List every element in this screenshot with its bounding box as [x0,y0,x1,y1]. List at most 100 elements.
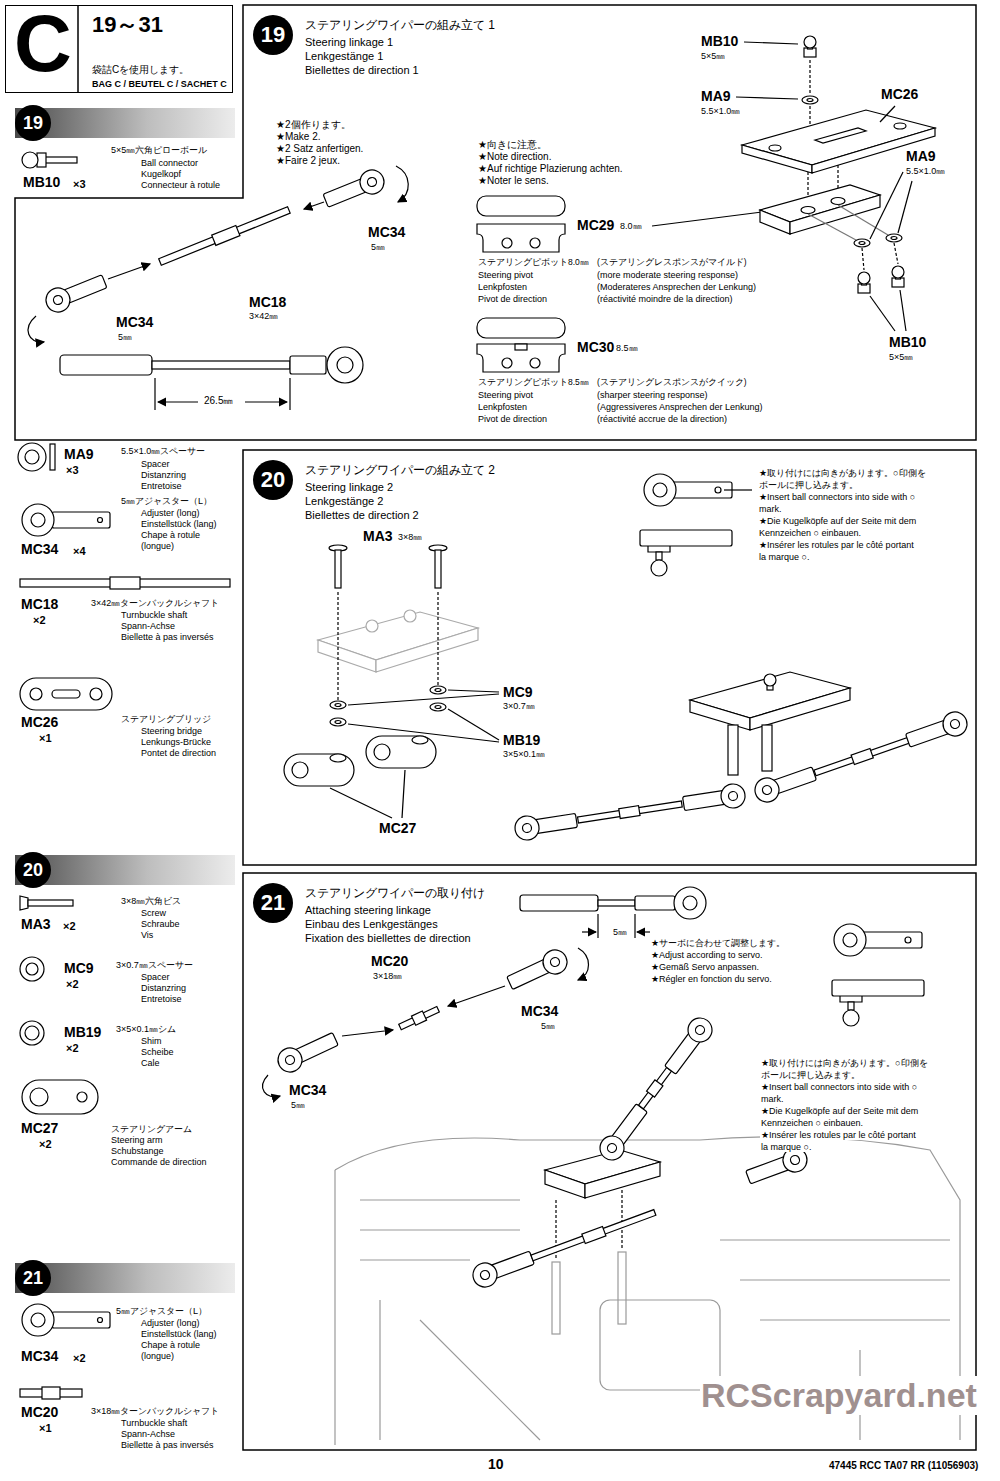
step19-drawing [321,166,387,211]
step19-drawing [892,266,904,287]
step21-drawing [399,1007,440,1030]
step20-drawing [904,709,970,752]
step20-drawing [653,483,667,497]
step-title: ステアリングワイパーの取り付け [305,887,485,901]
note-text: Entretoise [140,994,183,1004]
part-code: MA9 [63,446,95,462]
part-code: MC26 [20,714,59,730]
step20-drawing [335,550,341,588]
note-text: Scheibe [140,1047,175,1057]
note-text: ★取り付けには向きがあります。○印側を [758,468,927,478]
step21-drawing [582,1227,606,1244]
quantity: ×2 [72,1352,87,1365]
step20-drawing [284,754,354,786]
step19-drawing [801,207,815,214]
step20-drawing [404,610,416,622]
quantity: ×2 [65,978,80,991]
step20-drawing [430,703,446,711]
turnbuckle-icon [20,577,230,589]
step20-drawing [318,610,478,672]
step-title: Fixation des biellettes de direction [305,932,471,945]
step19-drawing [477,318,565,338]
step20-drawing [715,487,721,493]
step-number: 20 [15,852,51,888]
spacer-icon [25,450,39,464]
kit-code: 47445 RCC TA07 RR (11056903) [828,1460,979,1472]
step21-drawing [552,1262,560,1334]
step21-drawing [862,932,922,948]
header-text: BAG C / BEUTEL C / SACHET C [92,79,227,89]
step20-drawing [690,700,750,730]
part-code: MC18 [248,294,287,310]
step20-drawing [672,482,732,498]
note-text: 5㎜ [612,927,628,937]
step-number: 21 [15,1260,51,1296]
note-text: 5.5×1.0㎜スペーサー [120,446,206,456]
note-text: 3×42㎜ [248,311,279,321]
step20-drawing [330,718,346,726]
note-text: ★Faire 2 jeux. [275,155,341,167]
step-title: Einbau des Lenkgestänges [305,918,438,931]
note-text: ★Auf richtige Plazierung achten. [477,163,624,175]
quantity: ×1 [38,1422,53,1435]
part-code: MC29 [576,217,615,233]
bridge-icon [20,678,112,710]
step20-drawing [814,737,909,775]
step20-drawing [764,674,776,686]
note-text: Screw [140,908,167,918]
step21-drawing [639,1068,672,1109]
note-text: ★向きに注意。 [477,139,548,151]
step19-drawing [477,196,565,216]
step19-drawing [290,356,326,374]
shim-icon [25,1026,39,1040]
step19-drawing [858,272,870,293]
note-text: Einstellstück (lang) [140,1329,218,1339]
watermark: RCScrapyard.net [700,1376,978,1415]
note-text: Schraube [140,919,181,929]
note-text: 5×5㎜ [700,51,726,61]
note-text: 3×8㎜ [397,532,423,542]
note-text: (réactivité accrue de la direction) [596,414,728,424]
step-number: 20 [253,460,293,500]
step19-drawing [894,243,898,264]
note-text: Distanzring [140,470,187,480]
step20-drawing [762,725,772,771]
note-text: ★Noter le sens. [477,175,550,187]
note-text: ★Adjust according to servo. [650,950,764,960]
part-code: MB10 [700,33,739,49]
note-text: ★Insérer les rotules par le côté portant [760,1130,917,1140]
adjuster-icon [98,1318,103,1323]
step19-drawing [212,225,240,245]
note-text: Shim [140,1036,163,1046]
header-box: C19～31袋詰Cを使用します。BAG C / BEUTEL C / SACHE… [5,5,233,93]
part-code: MC26 [880,86,919,102]
note-text: mark. [760,1094,785,1104]
step20-drawing [648,546,670,552]
step21-drawing [843,933,857,947]
part-code: MA3 [362,528,394,544]
note-text: ステアリングピボット8.0㎜ [477,258,590,268]
part-code: MC34 [367,224,406,240]
step19-drawing [808,214,856,240]
quantity: ×2 [38,1138,53,1151]
part-code: MA9 [905,148,937,164]
header-text: 袋詰Cを使用します。 [92,64,189,76]
arm-icon [22,1080,98,1114]
note-text: ★取り付けには向きがあります。○印側を [760,1058,929,1068]
note-text: Adjuster (long) [140,1318,201,1328]
step21-drawing [832,980,924,996]
arm-icon [77,1092,87,1102]
step21-drawing [597,914,598,938]
part-code: MB19 [63,1024,102,1040]
step21-drawing [398,1005,440,1032]
note-text: 3×42㎜ターンバックルシャフト [90,598,220,608]
step20-drawing [376,628,478,672]
step-title: Attaching steering linkage [305,904,431,917]
step20-drawing [318,640,376,672]
part-code: MC34 [288,1082,327,1098]
quantity: ×3 [72,178,87,191]
note-text: ★Note direction. [477,151,552,163]
note-text: Kennzeichen ○ einbauen. [758,528,862,538]
step-number: 19 [253,15,293,55]
step19-drawing [898,181,912,233]
